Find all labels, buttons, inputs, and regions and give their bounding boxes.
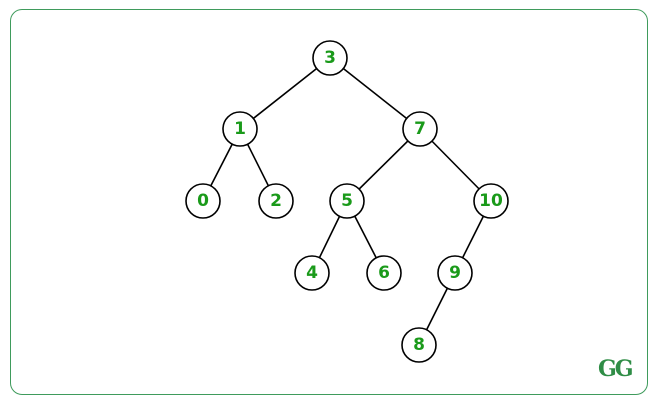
node-label: 1: [234, 119, 246, 139]
node-label: 8: [413, 335, 425, 355]
node-circle: [294, 255, 330, 291]
node-circle: [473, 183, 509, 219]
node-circle: [401, 327, 437, 363]
edge-n3-n1: [239, 57, 331, 130]
tree-node-0: 0: [185, 183, 221, 219]
tree-nodes: 3 1 7 0 2 5 10 4 6 9 8: [185, 40, 509, 363]
logo-text: GG: [598, 356, 634, 382]
tree-node-4: 4: [294, 255, 330, 291]
edge-n3-n7: [329, 57, 421, 130]
tree-node-8: 8: [401, 327, 437, 363]
node-circle: [329, 183, 365, 219]
node-circle: [402, 111, 438, 147]
node-circle: [222, 111, 258, 147]
node-label: 5: [341, 191, 353, 211]
node-label: 10: [479, 191, 503, 211]
node-circle: [258, 183, 294, 219]
node-label: 0: [197, 191, 209, 211]
node-label: 9: [449, 263, 461, 283]
tree-node-2: 2: [258, 183, 294, 219]
node-circle: [312, 40, 348, 76]
tree-node-10: 10: [473, 183, 509, 219]
node-circle: [366, 255, 402, 291]
tree-node-1: 1: [222, 111, 258, 147]
tree-node-9: 9: [437, 255, 473, 291]
node-label: 7: [414, 119, 426, 139]
node-label: 4: [306, 263, 318, 283]
node-circle: [185, 183, 221, 219]
node-circle: [437, 255, 473, 291]
geeksforgeeks-logo: GG: [598, 356, 634, 382]
tree-node-6: 6: [366, 255, 402, 291]
node-label: 3: [324, 48, 336, 68]
node-label: 6: [378, 263, 390, 283]
node-label: 2: [270, 191, 282, 211]
tree-node-5: 5: [329, 183, 365, 219]
tree-node-3: 3: [312, 40, 348, 76]
tree-node-7: 7: [402, 111, 438, 147]
